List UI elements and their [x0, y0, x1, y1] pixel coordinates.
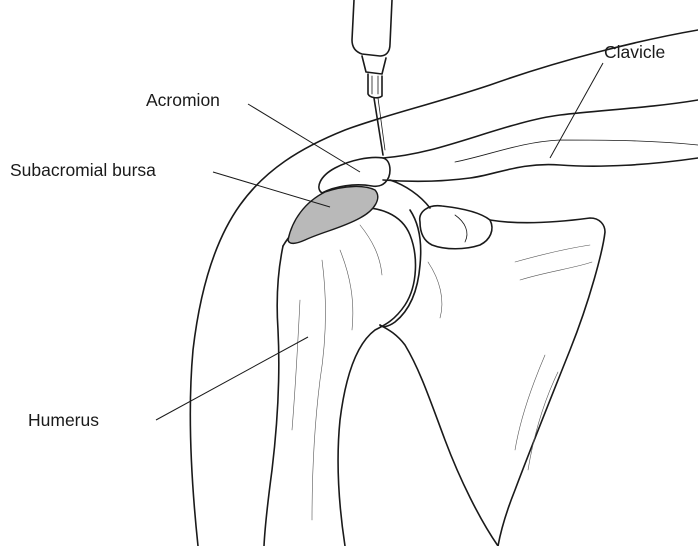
bursa-leader [213, 172, 330, 207]
skin-outline [190, 30, 698, 546]
subacromial-bursa-shape [288, 186, 378, 243]
syringe-needle [352, 0, 392, 155]
humerus-leader [156, 337, 308, 420]
subacromial-bursa-label: Subacromial bursa [10, 160, 156, 180]
acromion-label: Acromion [146, 90, 220, 110]
clavicle-bone [383, 100, 698, 181]
acromion-leader [248, 104, 360, 172]
scapula-bone [380, 180, 605, 546]
humerus-label: Humerus [28, 410, 99, 430]
clavicle-label: Clavicle [604, 42, 665, 62]
humerus-bone [264, 207, 415, 546]
clavicle-leader [550, 63, 603, 158]
